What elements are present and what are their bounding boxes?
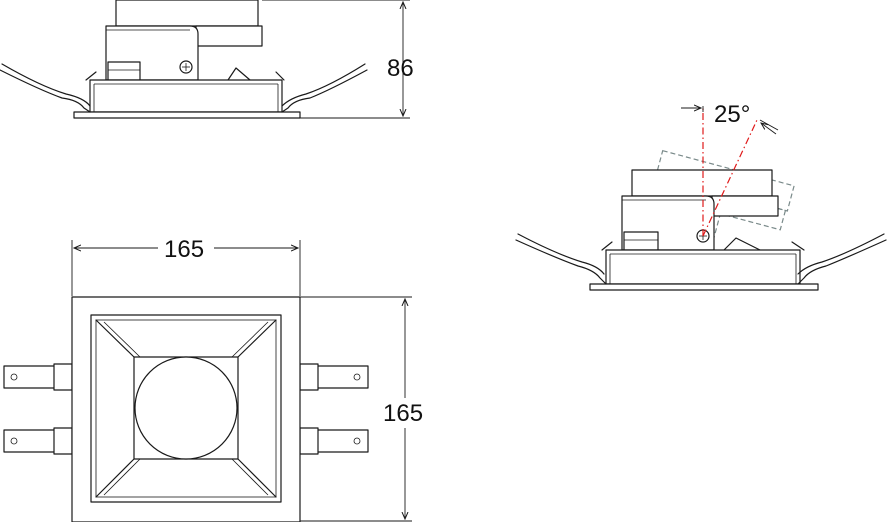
lens-circle [134,356,238,460]
spring-arm-left [515,239,607,285]
clip-block [623,231,659,251]
height-dimension-label: 86 [387,55,414,82]
driver-box [115,0,259,27]
spring-tab-right-upper [299,363,369,391]
spring-arm-left [0,69,91,113]
housing [605,249,801,285]
clip-block [107,61,141,81]
tilted-driver-outline [655,149,795,212]
spring-arm-right [797,239,887,285]
tilt-angle-label: 25° [714,101,750,128]
driver-box [631,169,773,197]
flange [73,111,301,119]
spring-tab-right-lower [299,427,369,455]
driver-tab [711,195,779,217]
housing [89,79,283,113]
tilt-axis [702,119,758,237]
side-view: 86 [0,0,414,119]
front-view: 165 165 [3,232,428,522]
spring-tab-left-upper [3,363,73,391]
spring-tab-left-lower [3,427,73,455]
tilted-view: 25° [515,101,887,291]
depth-dimension-label: 165 [383,400,423,427]
width-dimension-label: 165 [164,236,204,263]
flange [589,283,819,291]
spring-arm-right [281,69,368,113]
driver-tab [195,25,263,47]
